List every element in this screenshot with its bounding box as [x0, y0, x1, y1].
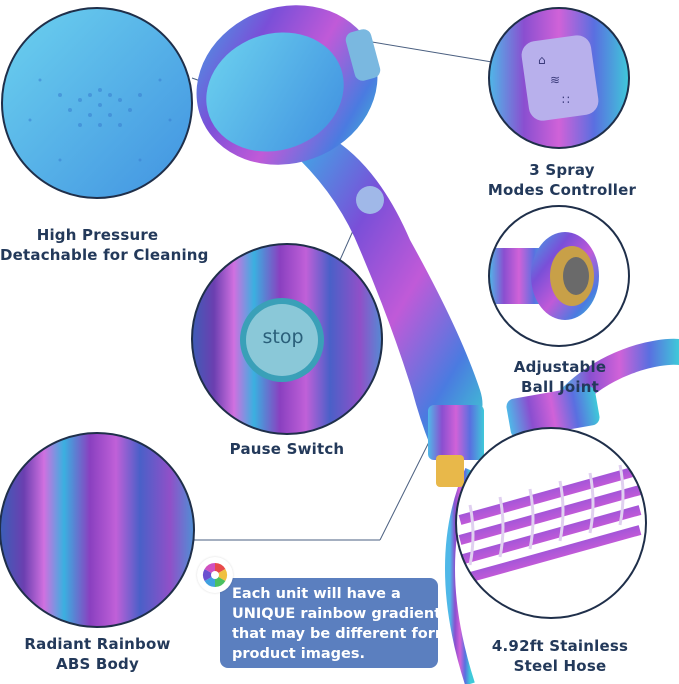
unique-gradient-notice: Each unit will have a UNIQUE rainbow gra… — [220, 578, 450, 668]
circle-ball-joint — [489, 206, 629, 346]
label-steel-hose: 4.92ft Stainless Steel Hose — [491, 637, 629, 675]
label-abs-body: Radiant Rainbow ABS Body — [24, 635, 171, 673]
circle-steel-hose — [456, 428, 646, 618]
mode-controller — [345, 29, 381, 81]
label-high-pressure: High Pressure Detachable for Cleaning — [0, 226, 209, 264]
rain-icon: ≋ — [550, 73, 560, 87]
shower-face — [206, 32, 344, 152]
label-spray-modes: 3 Spray Modes Controller — [487, 161, 637, 199]
mist-icon: ∷ — [562, 93, 570, 107]
pause-button-label: stop — [262, 326, 304, 348]
circle-pause-switch — [192, 244, 382, 434]
circle-spray-modes: ⌂ ≋ ∷ — [489, 8, 629, 148]
label-pause-switch: Pause Switch — [229, 440, 345, 458]
drop-icon: ⌂ — [538, 53, 546, 67]
handle-base — [428, 405, 484, 460]
color-wheel-icon — [197, 557, 233, 593]
shower-handle — [300, 140, 483, 445]
circle-spray-face — [2, 8, 192, 198]
pause-knob — [356, 186, 384, 214]
holder-mount — [506, 385, 600, 439]
handle-connector — [436, 455, 464, 487]
circle-abs-body — [0, 433, 194, 627]
label-ball-joint: Adjustable Ball Joint — [513, 358, 607, 396]
